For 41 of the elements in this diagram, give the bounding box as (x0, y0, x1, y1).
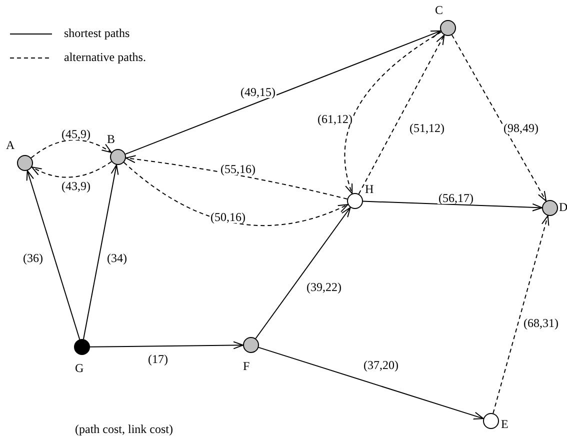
arrow (358, 34, 445, 194)
arrow (125, 155, 348, 200)
node-label: F (243, 360, 250, 372)
edge-label: (36) (22, 252, 44, 264)
arrow (30, 140, 112, 158)
edge-label: (98,49) (502, 122, 540, 134)
node-label: A (6, 139, 15, 151)
node-label: E (501, 418, 508, 430)
arrow (255, 206, 351, 340)
legend-text: shortest paths (64, 27, 130, 39)
node-label: B (107, 133, 116, 145)
edge-label: (43,9) (60, 180, 92, 192)
edge-label: (50,16) (210, 211, 246, 223)
arrow (90, 341, 244, 350)
edge-label: (68,31) (522, 317, 560, 329)
edge-label: (56,17) (438, 192, 474, 204)
edge-label: (51,12) (408, 122, 446, 134)
arrow (451, 34, 547, 202)
node-label: G (75, 362, 84, 374)
arrow (124, 30, 442, 155)
node-label: D (559, 201, 567, 213)
legend-text: alternative paths. (64, 51, 146, 63)
edge-label: (17) (147, 353, 169, 365)
edge-label: (49,15) (240, 86, 276, 98)
arrow (26, 170, 80, 340)
arrow (492, 215, 550, 414)
arrow (362, 200, 542, 212)
edge-label: (55,16) (220, 163, 256, 175)
edge-label: (34) (106, 252, 128, 264)
edge-label: (45,9) (60, 128, 92, 140)
arrow (123, 162, 348, 226)
node-label: H (365, 183, 374, 195)
arrow (83, 164, 119, 340)
note-text: (path cost, link cost) (75, 423, 173, 435)
arrow (344, 32, 442, 194)
edge-label: (37,20) (362, 359, 400, 371)
arrow (31, 161, 112, 178)
arrow (258, 346, 484, 420)
edge-label: (61,12) (316, 113, 354, 125)
node-label: C (435, 4, 444, 16)
edge-label: (39,22) (306, 281, 342, 293)
